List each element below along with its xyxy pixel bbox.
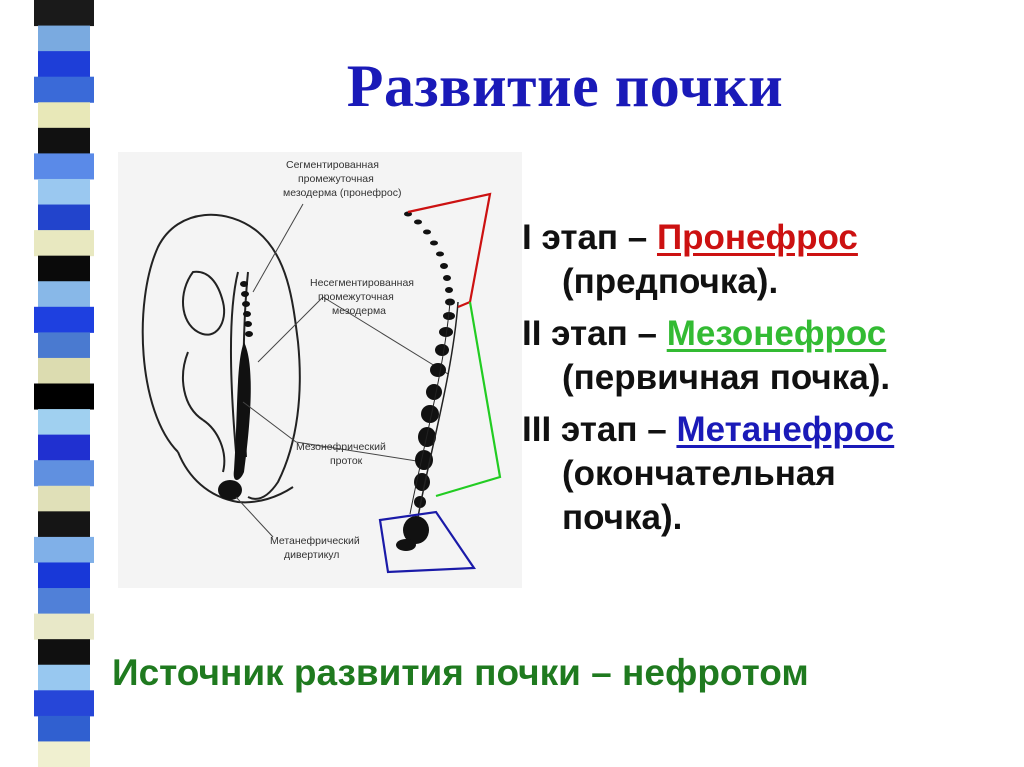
slide-title: Развитие почки (0, 52, 1024, 121)
stripe-block (34, 460, 94, 486)
stage-1-term: Пронефрос (657, 218, 858, 257)
label-unsegmented-1: Несегментированная (310, 277, 414, 289)
stage-3-desc-line-1: (окончательная (522, 452, 1002, 496)
label-diverticulum-1: Метанефрический (270, 535, 360, 547)
label-segmented-3: мезодерма (пронефрос) (283, 187, 401, 199)
kidney-development-diagram: Сегментированная промежуточная мезодерма… (118, 152, 522, 588)
stripe-block (38, 409, 90, 435)
stripe-block (34, 537, 94, 563)
stage-3-term: Метанефрос (676, 410, 894, 449)
stripe-block (38, 128, 90, 154)
label-unsegmented-2: промежуточная (318, 291, 394, 303)
stage-3: III этап – Метанефрос (окончательная поч… (522, 408, 1002, 540)
source-line: Источник развития почки – нефротом (112, 652, 809, 694)
stage-2-term: Мезонефрос (667, 314, 887, 353)
stripe-block (38, 639, 90, 665)
stripe-block (38, 511, 90, 537)
label-unsegmented-3: мезодерма (332, 305, 386, 317)
label-segmented-1: Сегментированная (286, 159, 379, 171)
stripe-block (34, 690, 94, 716)
label-segmented-2: промежуточная (298, 173, 374, 185)
stripe-block (38, 741, 90, 767)
label-duct-2: проток (330, 455, 363, 467)
label-duct-1: Мезонефрический (296, 441, 386, 453)
stripe-block (38, 665, 90, 691)
stripe-block (38, 435, 90, 461)
stage-1-prefix: I этап – (522, 218, 657, 257)
stage-2: II этап – Мезонефрос (первичная почка). (522, 312, 1002, 400)
stripe-block (38, 205, 90, 231)
stripe-block (38, 281, 90, 307)
stripe-block (38, 716, 90, 742)
stage-2-prefix: II этап – (522, 314, 667, 353)
stripe-block (34, 614, 94, 640)
stripe-block (34, 153, 94, 179)
stripe-block (34, 384, 94, 410)
stripe-block (38, 588, 90, 614)
stage-1: I этап – Пронефрос (предпочка). (522, 216, 1002, 304)
stripe-block (38, 26, 90, 52)
stripe-block (34, 230, 94, 256)
stages-list: I этап – Пронефрос (предпочка). II этап … (522, 216, 1002, 548)
label-diverticulum-2: дивертикул (284, 549, 339, 561)
stripe-block (38, 562, 90, 588)
stripe-block (34, 0, 94, 26)
stage-3-desc-line-2: почка). (522, 496, 1002, 540)
stripe-block (38, 486, 90, 512)
stripe-block (38, 358, 90, 384)
stripe-block (38, 179, 90, 205)
stripe-block (38, 332, 90, 358)
stage-1-desc: (предпочка). (522, 260, 1002, 304)
stripe-block (34, 307, 94, 333)
stage-3-prefix: III этап – (522, 410, 676, 449)
stage-2-desc: (первичная почка). (522, 356, 1002, 400)
stripe-block (38, 256, 90, 282)
